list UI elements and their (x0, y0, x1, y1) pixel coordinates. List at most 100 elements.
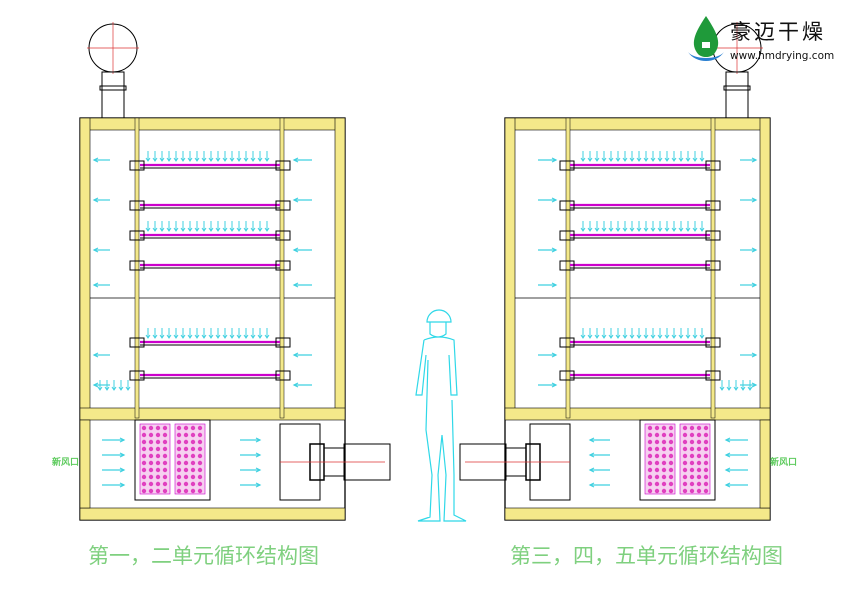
air-flow-arrowhead (726, 386, 732, 391)
exhaust-duct (725, 71, 749, 119)
coil-fin (197, 432, 203, 438)
operator-figure (415, 309, 467, 522)
coil-fin (703, 481, 709, 487)
duct-flange (99, 85, 127, 91)
air-flow-arrowhead (250, 227, 256, 232)
air-flow-arrowhead (685, 334, 691, 339)
coil-fin (682, 432, 688, 438)
air-flow-arrowhead (724, 482, 731, 488)
coil-fin (682, 439, 688, 445)
coil-fin (689, 425, 695, 431)
coil-fin (176, 425, 182, 431)
air-flow-arrowhead (643, 227, 649, 232)
rack-post (710, 117, 716, 419)
air-flow-arrowhead (724, 467, 731, 473)
air-flow-arrowhead (292, 247, 299, 253)
tray-bracket (129, 200, 145, 211)
coil-fin (696, 467, 702, 473)
tray-bracket (705, 160, 721, 171)
coil-fin (689, 453, 695, 459)
air-flow-arrowhead (229, 227, 235, 232)
coil-fin (183, 467, 189, 473)
right-duct (504, 117, 516, 419)
coil-fin (190, 446, 196, 452)
middle-duct (79, 407, 346, 421)
air-flow-arrowhead (236, 334, 242, 339)
coil-fin (148, 425, 154, 431)
air-flow-arrowhead (145, 227, 151, 232)
tray-bracket (129, 337, 145, 348)
coil-fin (141, 439, 147, 445)
coil-fin (148, 474, 154, 480)
coil-fin (689, 467, 695, 473)
drying-unit-2 (459, 22, 771, 521)
air-flow-arrowhead (588, 482, 595, 488)
air-flow-arrowhead (92, 197, 99, 203)
coil-fin (647, 460, 653, 466)
fresh-air-inlet-label-left: 新风口 (52, 458, 80, 468)
coil-fin (647, 425, 653, 431)
air-flow-arrowhead (92, 157, 99, 163)
air-flow-arrowhead (229, 334, 235, 339)
coil-fin (703, 453, 709, 459)
top-duct (504, 117, 771, 131)
air-flow-arrowhead (580, 227, 586, 232)
coil-fin (190, 467, 196, 473)
coil-fin (682, 446, 688, 452)
air-flow-arrowhead (671, 227, 677, 232)
coil-fin (176, 467, 182, 473)
coil-fin (668, 425, 674, 431)
coil-fin (176, 439, 182, 445)
coil-fin (162, 425, 168, 431)
tray-bracket (559, 260, 575, 271)
coil-fin (647, 481, 653, 487)
air-flow-arrowhead (615, 157, 621, 162)
air-flow-arrowhead (692, 157, 698, 162)
coil-fin (197, 453, 203, 459)
air-flow-arrowhead (187, 334, 193, 339)
air-flow-arrowhead (594, 157, 600, 162)
air-flow-arrowhead (208, 334, 214, 339)
coil-fin (190, 425, 196, 431)
air-flow-arrowhead (671, 157, 677, 162)
coil-fin (696, 453, 702, 459)
air-flow-arrowhead (692, 227, 698, 232)
coil-fin (703, 460, 709, 466)
coil-fin (703, 439, 709, 445)
rack-post (565, 117, 571, 419)
coil-fin (197, 446, 203, 452)
coil-fin (190, 460, 196, 466)
coil-fin (689, 460, 695, 466)
tray-bracket (559, 200, 575, 211)
middle-duct (504, 407, 771, 421)
air-flow-arrowhead (215, 334, 221, 339)
coil-fin (682, 488, 688, 494)
coil-fin (661, 481, 667, 487)
rack-post (279, 117, 285, 419)
air-flow-arrowhead (255, 482, 262, 488)
coil-fin (661, 467, 667, 473)
air-flow-arrowhead (201, 157, 207, 162)
air-flow-arrowhead (243, 157, 249, 162)
coil-fin (155, 453, 161, 459)
coil-fin (696, 460, 702, 466)
air-flow-arrowhead (751, 282, 758, 288)
coil-fin (155, 432, 161, 438)
coil-fin (197, 425, 203, 431)
air-flow-arrowhead (264, 157, 270, 162)
air-flow-arrowhead (243, 334, 249, 339)
air-flow-arrowhead (664, 227, 670, 232)
air-flow-arrowhead (685, 227, 691, 232)
coil-fin (190, 474, 196, 480)
air-flow-arrowhead (622, 157, 628, 162)
coil-fin (141, 425, 147, 431)
air-flow-arrowhead (551, 197, 558, 203)
air-flow-arrowhead (125, 386, 131, 391)
inlet-duct (759, 419, 771, 509)
coil-fin (162, 474, 168, 480)
logo-url[interactable]: www.hmdrying.com (730, 50, 835, 62)
coil-fin (682, 460, 688, 466)
coil-fin (703, 425, 709, 431)
coil-fin (176, 481, 182, 487)
coil-fin (703, 488, 709, 494)
